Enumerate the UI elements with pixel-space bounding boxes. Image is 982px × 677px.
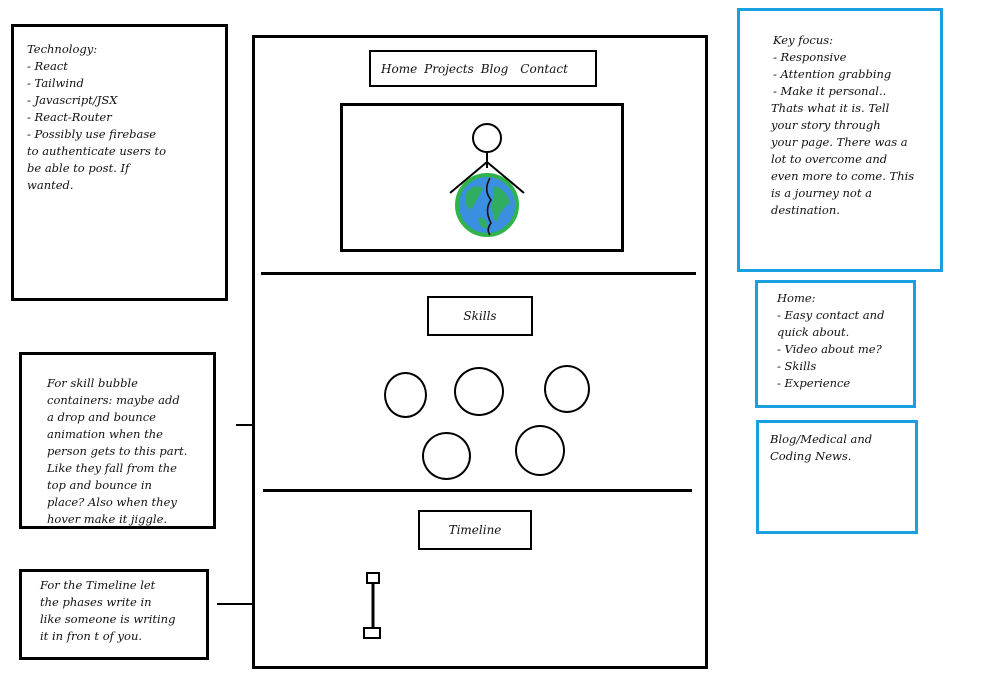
timeline-slider-icon[interactable] [361, 569, 385, 643]
blog-note: Blog/Medical and Coding News. [756, 420, 918, 534]
skill-bubble[interactable] [422, 432, 471, 480]
note-line: - Javascript/JSX [27, 93, 118, 107]
note-line: Thats what it is. Tell [771, 101, 890, 115]
section-divider [261, 272, 696, 275]
timeline-label-box: Timeline [418, 510, 532, 550]
note-line: place? Also when they [47, 495, 177, 509]
skill-bubble[interactable] [515, 425, 565, 476]
note-line: person gets to this part. [47, 444, 188, 458]
note-line: destination. [771, 203, 840, 217]
nav-blog[interactable]: Blog [480, 61, 509, 76]
note-line: even more to come. This [771, 169, 915, 183]
note-line: quick about. [777, 325, 850, 339]
note-line: is a journey not a [771, 186, 872, 200]
note-line: - Tailwind [27, 76, 84, 90]
note-line: wanted. [27, 178, 74, 192]
note-line: Coding News. [770, 449, 852, 463]
skill-bubble[interactable] [384, 372, 427, 418]
home-note: Home: - Easy contact and quick about. - … [755, 280, 916, 408]
technology-note: Technology: - React - Tailwind - Javascr… [11, 24, 228, 301]
nav-projects[interactable]: Projects [424, 61, 474, 76]
note-line: your page. There was a [771, 135, 908, 149]
note-line: a drop and bounce [47, 410, 156, 424]
key-focus-note: Key focus: - Responsive - Attention grab… [737, 8, 943, 272]
note-line: Key focus: [773, 33, 834, 47]
note-line: For skill bubble [47, 376, 138, 390]
note-line: - Attention grabbing [773, 67, 892, 81]
note-line: hover make it jiggle. [47, 512, 168, 526]
skills-label: Skills [463, 309, 497, 323]
skill-bubble[interactable] [454, 367, 504, 416]
note-line: the phases write in [40, 595, 152, 609]
note-line: Technology: [27, 42, 98, 56]
note-line: Blog/Medical and [770, 432, 873, 446]
note-line: to authenticate users to [27, 144, 167, 158]
note-line: - Easy contact and [777, 308, 885, 322]
timeline-label: Timeline [448, 523, 502, 537]
note-line: - Experience [777, 376, 851, 390]
note-line: animation when the [47, 427, 163, 441]
note-line: Like they fall from the [47, 461, 177, 475]
note-line: Home: [777, 291, 816, 305]
note-line: containers: maybe add [47, 393, 180, 407]
nav-bar: Home Projects Blog Contact [369, 50, 597, 87]
note-line: For the Timeline let [40, 578, 156, 592]
note-line: it in fron t of you. [40, 629, 143, 643]
skills-label-box: Skills [427, 296, 533, 336]
hero-box [340, 103, 624, 252]
note-line: - React-Router [27, 110, 112, 124]
section-divider [263, 489, 692, 492]
nav-contact[interactable]: Contact [520, 61, 568, 76]
note-line: lot to overcome and [771, 152, 888, 166]
note-line: top and bounce in [47, 478, 152, 492]
person-holding-globe-icon [449, 123, 525, 237]
note-line: - Video about me? [777, 342, 882, 356]
note-line: be able to post. If [27, 161, 130, 175]
skill-bubble[interactable] [544, 365, 590, 413]
timeline-connector-line [217, 603, 277, 605]
note-line: your story through [771, 118, 881, 132]
nav-home[interactable]: Home [381, 61, 418, 76]
timeline-note: For the Timeline let the phases write in… [19, 569, 209, 660]
note-line: - Possibly use firebase [27, 127, 157, 141]
note-line: like someone is writing [40, 612, 176, 626]
note-line: - Responsive [773, 50, 847, 64]
note-line: - React [27, 59, 68, 73]
note-line: - Skills [777, 359, 817, 373]
skill-bubble-note: For skill bubble containers: maybe add a… [19, 352, 216, 529]
note-line: - Make it personal.. [773, 84, 887, 98]
